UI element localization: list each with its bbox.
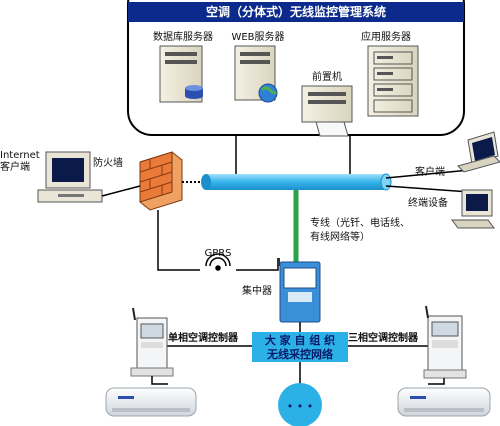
internet-client-pc-icon: [37, 151, 103, 203]
network-bus: [201, 173, 392, 191]
right-client-label: 客户端: [415, 165, 445, 178]
three-phase-label: 三相空调控制器: [348, 331, 419, 344]
ac-unit-left-icon: [105, 387, 197, 417]
terminal-label: 终端设备: [408, 196, 448, 209]
single-phase-label: 单相空调控制器: [168, 331, 239, 344]
link-firewall-gprs: [157, 210, 200, 271]
three-phase-controller-icon: [423, 305, 467, 379]
app-server-icon: [367, 45, 419, 117]
title-banner: [128, 2, 464, 22]
concentrator-icon: [277, 258, 321, 323]
terminal-pc-icon: [451, 189, 495, 229]
link-gprs-concentrator: [236, 262, 279, 271]
database-server-icon: [159, 45, 203, 103]
database-server-label: 数据库服务器: [153, 30, 213, 43]
dedicated-line-label-1: 专线（光钎、电话线、: [310, 216, 410, 229]
mesh-label-1: 大 家 自 组 织: [265, 333, 335, 347]
web-server-label: WEB服务器: [231, 30, 284, 43]
frontend-label: 前置机: [312, 70, 342, 83]
firewall-label: 防火墙: [93, 156, 123, 169]
web-server-icon: [234, 45, 278, 103]
mesh-label-2: 无线采控网络: [266, 347, 333, 361]
link-pc-firewall: [101, 185, 141, 197]
gprs-label: GPRS: [204, 248, 231, 259]
system-title: 空调（分体式）无线监控管理系统: [206, 4, 386, 19]
concentrator-label: 集中器: [242, 284, 272, 297]
mesh-network-box: [252, 332, 348, 362]
firewall-icon: [139, 151, 183, 211]
more-devices-label: • • •: [287, 400, 313, 413]
internet-client-label: 客户端: [0, 160, 30, 173]
dedicated-line-label-2: 有线网络等）: [310, 230, 370, 243]
laptop-icon: [457, 131, 500, 173]
ac-unit-right-icon: [397, 387, 491, 417]
internet-label: Internet: [0, 150, 40, 161]
link-single-ac: [151, 376, 168, 385]
more-devices-node: [278, 383, 322, 426]
link-bus-client: [385, 169, 471, 179]
link-three-ac: [428, 378, 445, 385]
single-phase-controller-icon: [130, 307, 174, 377]
frontend-machine-icon: [301, 85, 353, 137]
app-server-label: 应用服务器: [361, 30, 411, 43]
link-bus-terminal: [385, 185, 471, 193]
wireless-signal-icon: [205, 253, 231, 271]
